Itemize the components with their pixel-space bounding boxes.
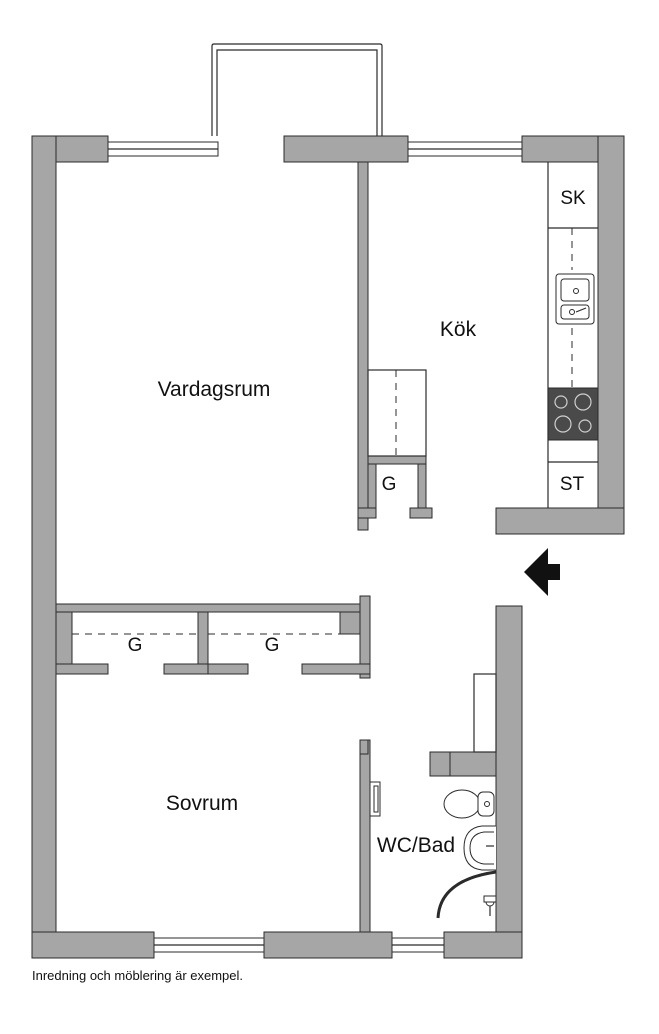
window-kitchen (407, 141, 523, 157)
shower-curtain (436, 870, 497, 919)
closet-label-right: G (265, 635, 280, 656)
stove-cabinet-label: ST (560, 474, 585, 495)
closet-dashes (72, 228, 573, 635)
interior-walls (55, 161, 497, 933)
window-bathroom (391, 937, 445, 953)
bathroom-fixtures (369, 781, 497, 919)
room-label-kitchen: Kök (440, 318, 477, 341)
windows (107, 141, 523, 953)
closet-label-kitchen: G (382, 474, 397, 495)
room-label-bedroom: Sovrum (166, 792, 238, 815)
balcony (211, 43, 383, 136)
closet-label-left: G (128, 635, 143, 656)
exterior-walls (31, 135, 625, 959)
washbasin-icon (463, 825, 496, 871)
window-bedroom (153, 937, 265, 953)
labels: Vardagsrum Kök Sovrum WC/Bad G G G SK ST (128, 188, 586, 857)
toilet-icon (443, 789, 495, 819)
room-label-living: Vardagsrum (158, 378, 271, 401)
fridge-label: SK (560, 188, 586, 209)
stove-icon (547, 387, 599, 441)
window-living (107, 141, 219, 157)
towel-heater (369, 781, 381, 817)
sink-icon (555, 273, 595, 325)
room-label-bathroom: WC/Bad (377, 834, 455, 857)
disclaimer-caption: Inredning och möblering är exempel. (32, 968, 244, 983)
kitchen-counter (547, 162, 599, 508)
hall-wardrobe (473, 673, 497, 753)
entrance-arrow-icon (524, 548, 560, 596)
